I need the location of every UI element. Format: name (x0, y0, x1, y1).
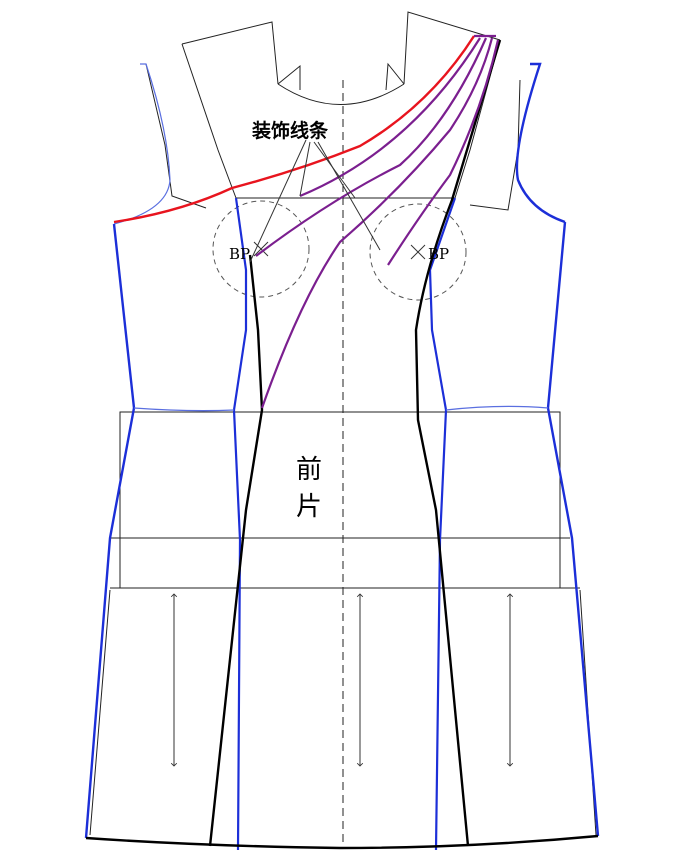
right-princess-blue (428, 197, 457, 851)
left-panel-seam (208, 254, 264, 847)
left-princess-blue (232, 197, 248, 851)
purple-line-2 (255, 37, 488, 257)
waist-rect (119, 411, 561, 589)
bp-mark-right (410, 244, 426, 260)
original-right-shoulder (403, 11, 501, 85)
bp-mark-left (253, 241, 269, 257)
label-bp-right: BP (428, 245, 449, 263)
neckline-curve (277, 83, 405, 105)
neck-corner-right (385, 62, 405, 91)
original-left-shoulder (181, 21, 279, 85)
grain-arrows (170, 593, 514, 767)
right-panel-seam (414, 39, 502, 847)
left-armhole-ref (145, 63, 207, 209)
red-decorative-line (113, 35, 476, 224)
waist-line-blue (133, 405, 549, 412)
left-front-edge (181, 43, 237, 199)
left-armhole-light (113, 63, 171, 225)
black-panel-lines (85, 39, 599, 850)
hem-line (85, 834, 599, 850)
label-bp-left: BP (229, 245, 250, 263)
left-side-seam-blue (84, 223, 136, 839)
blue-outline (84, 62, 600, 851)
purple-line-1 (299, 37, 481, 198)
bust-circle-left (212, 200, 310, 298)
construction-lines (89, 11, 597, 836)
left-hem-guide (89, 589, 111, 836)
label-leader-lines (249, 139, 381, 263)
purple-line-3 (260, 37, 494, 409)
label-front-piece-1: 前 (296, 455, 322, 485)
purple-line-4 (387, 39, 500, 266)
neck-corner-left (277, 64, 301, 90)
right-armhole-ref (469, 79, 521, 211)
label-front-piece-2: 片 (296, 492, 322, 522)
right-armhole-blue (515, 62, 566, 224)
purple-decorative-lines (255, 34, 500, 409)
bust-circle-right (369, 203, 467, 301)
right-side-seam-blue (546, 221, 600, 837)
label-decorative-lines: 装饰线条 (251, 119, 329, 142)
